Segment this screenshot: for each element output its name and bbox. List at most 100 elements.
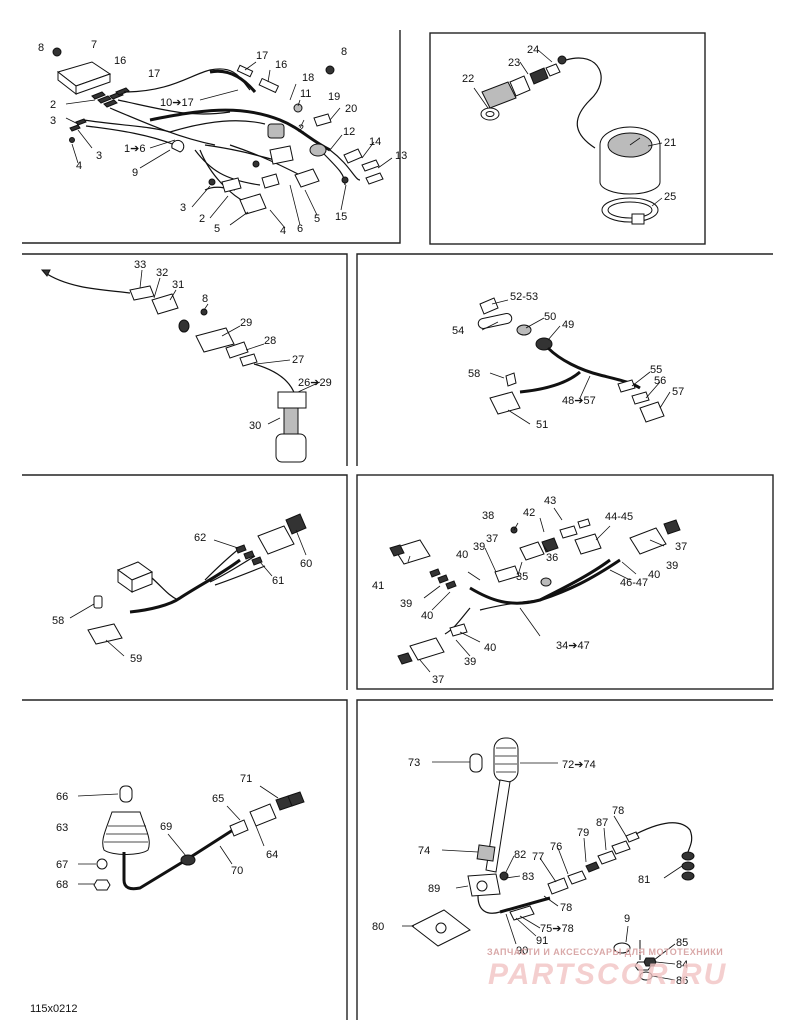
callout-label: 7 (91, 39, 97, 51)
panel-2-gauge (473, 49, 663, 225)
callout-label: 39 (464, 656, 476, 668)
callout-label: 51 (536, 419, 548, 431)
callout-labels-panel-4: 52-53 50 54 49 58 55 56 57 48➔57 51 (452, 291, 684, 431)
callout-label: 2 (50, 99, 56, 111)
callout-label: 11 (300, 88, 311, 100)
callout-label: 58 (52, 615, 64, 627)
callout-label: 23 (508, 57, 520, 69)
callout-label: 27 (292, 354, 304, 366)
callout-label: 10➔17 (160, 97, 194, 109)
callout-label: 30 (249, 420, 261, 432)
callout-label: 67 (56, 859, 68, 871)
callout-label: 22 (462, 73, 474, 85)
callout-labels-panel-6: 43 38 42 44-45 37 36 37 40 39 35 41 39 4… (372, 495, 687, 686)
callout-label: 18 (302, 72, 314, 84)
callout-label: 5 (314, 213, 320, 225)
callout-label: 70 (231, 865, 243, 877)
callout-label: 63 (56, 822, 68, 834)
callout-label: 79 (577, 827, 589, 839)
callout-labels-panel-7: 66 65 71 63 69 64 70 67 68 (56, 773, 278, 891)
callout-label: 26➔29 (298, 377, 332, 389)
callout-label: 28 (264, 335, 276, 347)
callout-label: 83 (522, 871, 534, 883)
panel-6-harness (389, 507, 681, 673)
callout-label: 68 (56, 879, 68, 891)
callout-label: 16 (275, 59, 287, 71)
callout-label: 66 (56, 791, 68, 803)
callout-label: 39 (473, 541, 485, 553)
callout-label: 78 (560, 902, 572, 914)
callout-label: 87 (596, 817, 608, 829)
callout-label: 39 (666, 560, 678, 572)
callout-label: 1➔6 (124, 143, 145, 155)
callout-label: 32 (156, 267, 168, 279)
callout-label: 74 (418, 845, 430, 857)
callout-label: 80 (372, 921, 384, 933)
callout-label: 52-53 (510, 291, 538, 303)
callout-label: 89 (428, 883, 440, 895)
callout-label: 69 (160, 821, 172, 833)
panel-3-sensor (40, 269, 321, 463)
callout-label: 17 (148, 68, 160, 80)
callout-label: 55 (650, 364, 662, 376)
callout-label: 25 (664, 191, 676, 203)
panel-frames (22, 30, 774, 1020)
callout-label: 15 (335, 211, 347, 223)
callout-label: 2 (199, 213, 205, 225)
callout-label: 90 (516, 945, 528, 957)
callout-label: 33 (134, 259, 146, 271)
callout-label: 60 (300, 558, 312, 570)
callout-label: 73 (408, 757, 420, 769)
drawing-code: 115x0212 (30, 1003, 78, 1015)
callout-label: 64 (266, 849, 278, 861)
panel-7-socket (77, 785, 305, 891)
callout-label: 54 (452, 325, 464, 337)
callout-label: 9 (624, 913, 630, 925)
callout-label: 91 (536, 935, 548, 947)
callout-label: 38 (482, 510, 494, 522)
callout-labels-panel-1: 8 7 16 17 2 3 3 4 1➔6 9 10➔17 17 16 18 8… (38, 39, 407, 237)
callout-label: 78 (612, 805, 624, 817)
callout-label: 14 (369, 136, 381, 148)
callout-label: 84 (676, 959, 688, 971)
callout-label: 3 (180, 202, 186, 214)
panel-8-throttle (402, 737, 695, 981)
callout-label: 21 (664, 137, 676, 149)
callout-labels-panel-5: 62 60 61 58 59 (52, 532, 312, 665)
callout-label: 8 (38, 42, 44, 54)
callout-label: 82 (514, 849, 526, 861)
callout-label: 61 (272, 575, 284, 587)
callout-label: 40 (421, 610, 433, 622)
callout-label: 43 (544, 495, 556, 507)
callout-label: 56 (654, 375, 666, 387)
callout-label: 2 (298, 123, 304, 135)
callout-label: 50 (544, 311, 556, 323)
callout-labels-panel-3: 33 32 31 8 29 28 27 26➔29 30 (134, 259, 332, 432)
panel-4-harness (477, 297, 671, 425)
callout-label: 75➔78 (540, 923, 574, 935)
callout-label: 8 (202, 293, 208, 305)
callout-label: 86 (676, 975, 688, 987)
callout-label: 17 (256, 50, 268, 62)
callout-label: 41 (372, 580, 384, 592)
panel-1-main-harness (52, 47, 393, 229)
callout-label: 58 (468, 368, 480, 380)
connector-block-7 (52, 47, 112, 96)
callout-label: 20 (345, 103, 357, 115)
callout-label: 24 (527, 44, 539, 56)
watermark-tagline: ЗАПЧАСТИ И АКСЕССУАРЫ ДЛЯ МОТОТЕХНИКИ (487, 947, 723, 957)
callout-label: 19 (328, 91, 340, 103)
callout-label: 48➔57 (562, 395, 596, 407)
callout-label: 4 (76, 160, 82, 172)
callout-label: 36 (546, 552, 558, 564)
callout-label: 3 (50, 115, 56, 127)
callout-labels-panel-2: 24 23 22 21 25 (462, 44, 676, 203)
watermark: ЗАПЧАСТИ И АКСЕССУАРЫ ДЛЯ МОТОТЕХНИКИ PA… (487, 947, 725, 991)
callout-label: 40 (648, 569, 660, 581)
callout-label: 31 (172, 279, 184, 291)
callout-label: 59 (130, 653, 142, 665)
terminal-pins-2 (69, 87, 130, 143)
callout-label: 85 (676, 937, 688, 949)
callout-label: 3 (96, 150, 102, 162)
callout-label: 16 (114, 55, 126, 67)
